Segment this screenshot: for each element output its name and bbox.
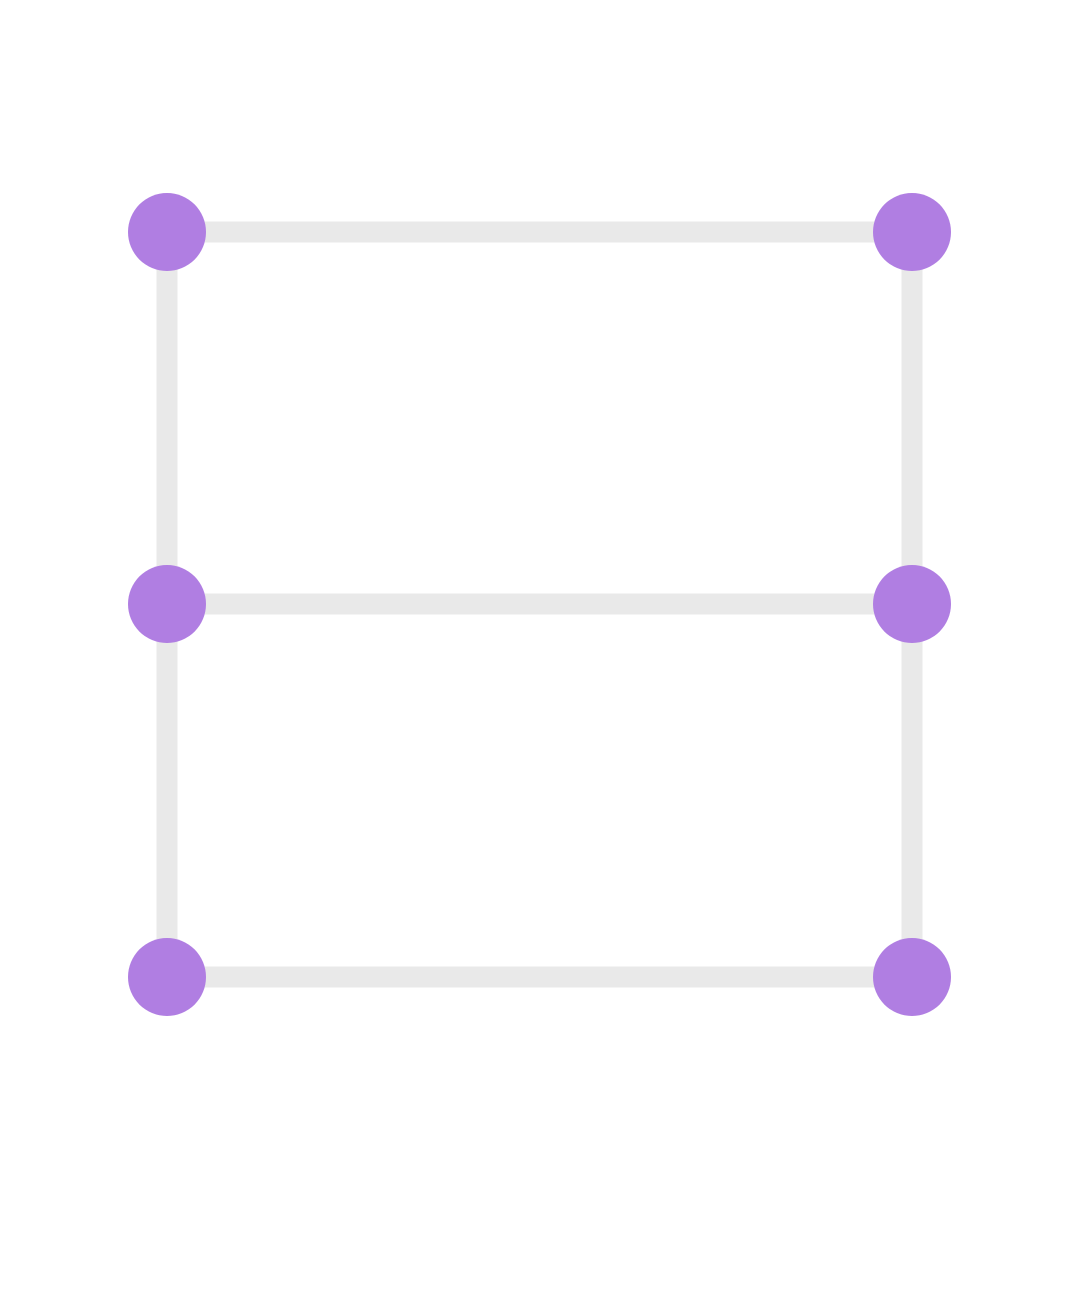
edges-layer bbox=[156, 221, 923, 988]
node-n5[interactable] bbox=[128, 938, 206, 1016]
node-n1[interactable] bbox=[128, 193, 206, 271]
node-n6[interactable] bbox=[873, 938, 951, 1016]
node-n3[interactable] bbox=[128, 565, 206, 643]
node-n2[interactable] bbox=[873, 193, 951, 271]
nodes-layer bbox=[128, 193, 951, 1016]
node-n4[interactable] bbox=[873, 565, 951, 643]
